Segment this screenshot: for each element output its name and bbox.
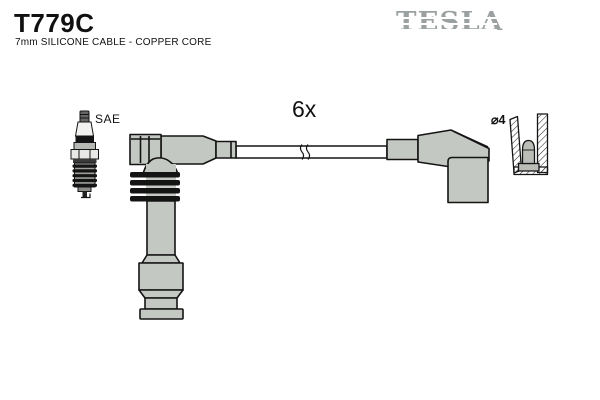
tesla-logo-text: TESLA	[395, 6, 504, 37]
ignition-cable-drawing	[129, 129, 490, 320]
right-boot-sleeve	[386, 138, 419, 161]
plug-ground-strap	[81, 193, 91, 199]
right-boot-leg	[447, 156, 489, 204]
left-boot-shaft	[146, 200, 176, 256]
plug-band	[75, 136, 94, 143]
cable-wire	[235, 145, 388, 159]
plug-electrode	[82, 191, 87, 197]
terminal-base	[517, 162, 540, 172]
logo-stripe	[397, 29, 497, 31]
left-boot-bulge	[138, 262, 184, 291]
terminal-diameter-label: ⌀4	[491, 113, 506, 127]
plug-threads	[72, 164, 97, 187]
plug-shell	[73, 142, 96, 150]
cable-break-symbol	[299, 144, 311, 160]
left-boot-ribs	[130, 172, 180, 202]
product-description: 7mm SILICONE CABLE - COPPER CORE	[15, 37, 212, 48]
terminal-pin	[521, 139, 536, 165]
plug-tip	[77, 186, 92, 192]
plug-gasket	[73, 159, 97, 163]
plug-hex	[70, 149, 99, 160]
plug-insulator	[74, 121, 95, 137]
plug-terminal-nub	[79, 110, 90, 123]
tesla-logo: TESLA	[396, 7, 502, 39]
left-boot-body	[160, 135, 217, 165]
sae-label: SAE	[95, 112, 121, 126]
logo-stripe	[397, 23, 497, 25]
left-boot	[129, 133, 237, 320]
terminal-cross-section-drawing	[509, 113, 549, 176]
right-boot	[386, 129, 490, 204]
quantity-label: 6x	[292, 96, 317, 122]
left-boot-nipple	[215, 140, 237, 159]
left-boot-foot	[139, 308, 184, 320]
logo-stripe	[397, 17, 497, 19]
part-number: T779C	[14, 8, 95, 38]
spark-plug-drawing	[70, 110, 99, 199]
